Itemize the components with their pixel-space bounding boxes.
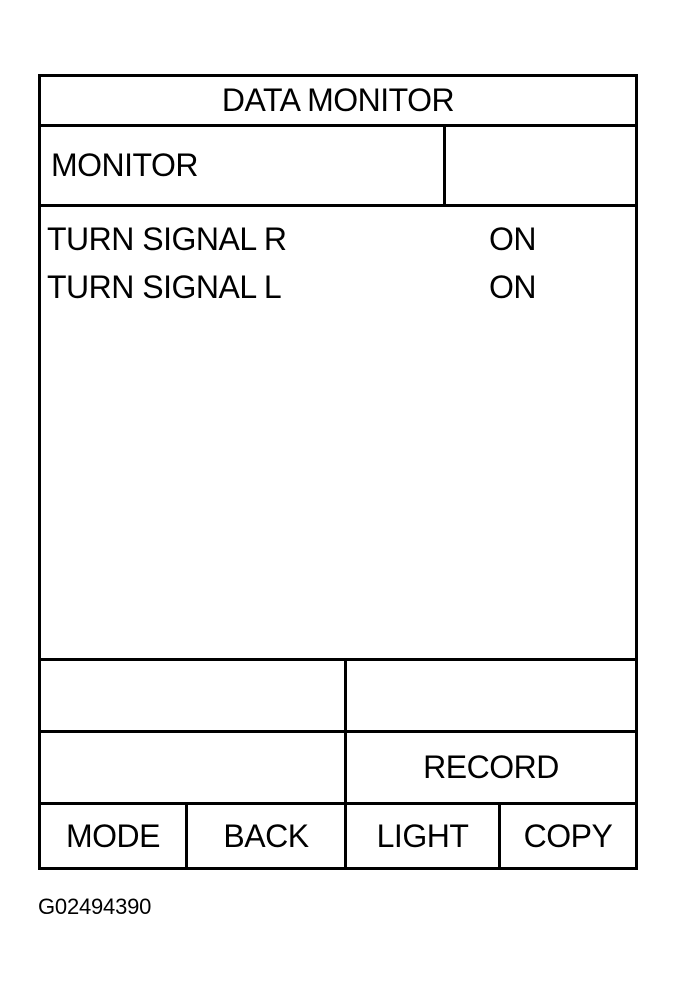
- item-value: ON: [489, 221, 537, 257]
- header-extra-cell: [446, 127, 635, 204]
- list-item: TURN SIGNAL L ON: [41, 263, 635, 311]
- screen-title: DATA MONITOR: [41, 77, 635, 127]
- status-row-1: [41, 661, 635, 733]
- monitor-data-list: TURN SIGNAL R ON TURN SIGNAL L ON: [41, 207, 635, 661]
- light-button[interactable]: LIGHT: [344, 805, 498, 867]
- figure-id: G02494390: [38, 894, 152, 919]
- status-cell-left: [41, 733, 344, 802]
- status-cell-right: [344, 661, 635, 730]
- item-name: TURN SIGNAL L: [47, 269, 282, 305]
- item-value: ON: [489, 269, 537, 305]
- monitor-header-label: MONITOR: [51, 147, 199, 183]
- monitor-header-row: MONITOR: [41, 127, 635, 207]
- item-name: TURN SIGNAL R: [47, 221, 287, 257]
- list-item: TURN SIGNAL R ON: [41, 215, 635, 263]
- header-divider: [443, 127, 446, 204]
- status-row-2: RECORD: [41, 733, 635, 805]
- record-button[interactable]: RECORD: [344, 733, 635, 802]
- copy-button[interactable]: COPY: [498, 805, 635, 867]
- mode-button[interactable]: MODE: [41, 805, 185, 867]
- function-button-row: MODE BACK LIGHT COPY: [41, 805, 635, 867]
- status-cell-left: [41, 661, 344, 730]
- data-monitor-screen: DATA MONITOR MONITOR TURN SIGNAL R ON TU…: [38, 74, 638, 870]
- back-button[interactable]: BACK: [185, 805, 344, 867]
